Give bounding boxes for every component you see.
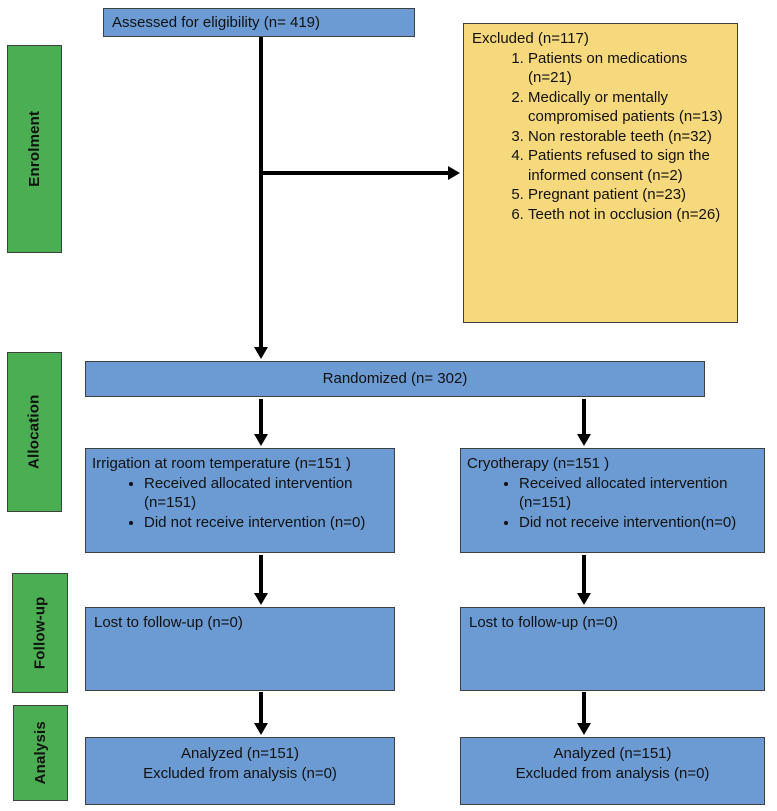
randomized-box: Randomized (n= 302) [85,361,705,397]
excluded-reason-item: Pregnant patient (n=23) [528,185,731,205]
assessed-eligibility-box: Assessed for eligibility (n= 419) [103,8,415,37]
allocation-box-cryotherapy: Cryotherapy (n=151 ) Received allocated … [460,448,765,553]
allocation-bullet-list: Received allocated intervention (n=151)D… [86,474,394,533]
followup-box-left: Lost to follow-up (n=0) [85,607,395,691]
excluded-from-analysis-text: Excluded from analysis (n=0) [515,764,710,782]
arrowhead-down-icon [577,434,591,446]
allocation-box-irrigation: Irrigation at room temperature (n=151 ) … [85,448,395,553]
arrowhead-down-icon [254,434,268,446]
analysis-lines: Analyzed (n=151) Excluded from analysis … [86,738,394,783]
analysis-box-left: Analyzed (n=151) Excluded from analysis … [85,737,395,805]
allocation-bullet-list: Received allocated intervention (n=151)D… [461,474,764,533]
allocation-bullet-item: Did not receive intervention (n=0) [144,513,388,533]
stage-label-analysis: Analysis [13,705,68,801]
analyzed-text: Analyzed (n=151) [553,745,672,762]
arrowhead-down-icon [254,347,268,359]
stage-label-followup: Follow-up [12,573,68,693]
arrowhead-down-icon [254,723,268,735]
excluded-box: Excluded (n=117) Patients on medications… [463,23,738,323]
followup-text: Lost to follow-up (n=0) [94,614,243,631]
allocation-title: Irrigation at room temperature (n=151 ) [92,455,351,472]
allocation-title: Cryotherapy (n=151 ) [467,455,610,472]
analyzed-text: Analyzed (n=151) [181,745,299,762]
excluded-title: Excluded (n=117) [472,30,589,47]
allocation-bullet-item: Received allocated intervention (n=151) [144,474,388,513]
excluded-from-analysis-text: Excluded from analysis (n=0) [143,764,337,782]
stage-label-text: Follow-up [31,596,49,670]
followup-box-right: Lost to follow-up (n=0) [460,607,765,691]
stage-label-text: Allocation [25,394,43,470]
excluded-reason-item: Medically or mentally compromised patien… [528,88,731,127]
arrowhead-down-icon [254,593,268,605]
followup-text: Lost to follow-up (n=0) [469,614,618,631]
excluded-reasons-list: Patients on medications (n=21)Medically … [464,49,737,225]
analysis-box-right: Analyzed (n=151) Excluded from analysis … [460,737,765,805]
excluded-reason-item: Patients on medications (n=21) [528,49,731,88]
stage-label-text: Enrolment [25,111,43,187]
excluded-reason-item: Teeth not in occlusion (n=26) [528,205,731,225]
randomized-text: Randomized (n= 302) [322,370,468,388]
allocation-bullet-item: Did not receive intervention(n=0) [519,513,758,533]
arrowhead-down-icon [577,593,591,605]
stage-label-text: Analysis [31,721,49,785]
assessed-eligibility-text: Assessed for eligibility (n= 419) [112,13,321,31]
allocation-bullet-item: Received allocated intervention (n=151) [519,474,758,513]
arrowhead-down-icon [577,723,591,735]
stage-label-allocation: Allocation [7,352,62,512]
analysis-lines: Analyzed (n=151) Excluded from analysis … [461,738,764,783]
excluded-reason-item: Patients refused to sign the informed co… [528,146,731,185]
arrowhead-right-icon [448,166,460,180]
excluded-reason-item: Non restorable teeth (n=32) [528,127,731,147]
stage-label-enrolment: Enrolment [7,45,62,253]
